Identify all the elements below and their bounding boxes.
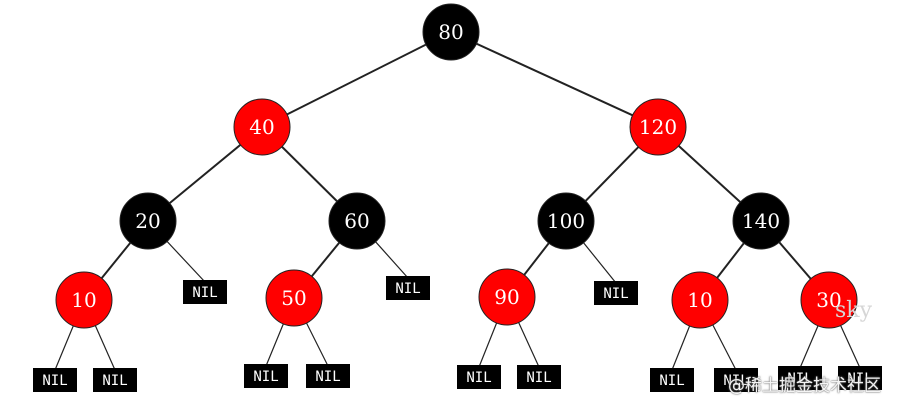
nil-label: NIL bbox=[192, 285, 217, 301]
node-circle-red bbox=[800, 271, 858, 329]
tree-node-n120: 120 bbox=[629, 98, 687, 156]
tree-node-n40: 40 bbox=[233, 98, 291, 156]
nil-box bbox=[93, 368, 137, 392]
node-label: 20 bbox=[135, 209, 160, 233]
nil-label: NIL bbox=[787, 371, 812, 387]
node-circle-black bbox=[328, 192, 386, 250]
tree-edges bbox=[54, 31, 861, 371]
nil-box bbox=[594, 281, 638, 305]
tree-node-n10b: 10 bbox=[671, 271, 729, 329]
node-label: 80 bbox=[438, 20, 463, 44]
nil-leaf: NIL bbox=[306, 364, 350, 388]
node-label: 140 bbox=[742, 209, 780, 233]
nil-label: NIL bbox=[395, 281, 420, 297]
node-label: 90 bbox=[494, 285, 519, 309]
node-label: 40 bbox=[249, 115, 274, 139]
nil-label: NIL bbox=[847, 371, 872, 387]
nil-leaves: NIL NIL NIL NIL NIL NIL NIL NIL NIL NIL NIL NIL NIL bbox=[33, 276, 882, 392]
nil-leaf: NIL bbox=[93, 368, 137, 392]
node-label: 10 bbox=[71, 288, 96, 312]
nil-label: NIL bbox=[466, 370, 491, 386]
nil-box bbox=[386, 276, 430, 300]
nil-label: NIL bbox=[526, 370, 551, 386]
node-label: 60 bbox=[344, 209, 369, 233]
nil-label: NIL bbox=[603, 286, 628, 302]
nil-leaf: NIL bbox=[183, 280, 227, 304]
nil-box bbox=[183, 280, 227, 304]
nil-box bbox=[778, 366, 822, 390]
nil-leaf: NIL bbox=[838, 366, 882, 390]
node-label: 50 bbox=[281, 286, 306, 310]
node-circle-red bbox=[478, 268, 536, 326]
edge-n80-n120 bbox=[450, 31, 659, 128]
tree-node-n60: 60 bbox=[328, 192, 386, 250]
nil-label: NIL bbox=[253, 369, 278, 385]
site-watermark: @稀土掘金技术社区 bbox=[728, 376, 881, 396]
node-circle-red bbox=[629, 98, 687, 156]
edge-n80-n40 bbox=[261, 31, 452, 128]
nil-box bbox=[650, 368, 694, 392]
node-label: 120 bbox=[639, 115, 677, 139]
nil-leaf: NIL bbox=[33, 368, 77, 392]
nil-label: NIL bbox=[42, 373, 67, 389]
nil-box bbox=[517, 365, 561, 389]
nil-leaf: NIL bbox=[386, 276, 430, 300]
nil-leaf: NIL bbox=[457, 365, 501, 389]
tree-node-n80: 80 bbox=[422, 3, 480, 61]
nil-label: NIL bbox=[102, 373, 127, 389]
tree-node-n50: 50 bbox=[265, 269, 323, 327]
node-circle-red bbox=[233, 98, 291, 156]
tree-node-n10a: 10 bbox=[55, 271, 113, 329]
tree-nodes: 80 40 120 20 60 100 140 10 50 90 10 30 bbox=[55, 3, 858, 329]
nil-box bbox=[838, 366, 882, 390]
nil-box bbox=[457, 365, 501, 389]
nil-label: NIL bbox=[659, 373, 684, 389]
nil-label: NIL bbox=[723, 373, 748, 389]
nil-leaf: NIL bbox=[778, 366, 822, 390]
node-label: 100 bbox=[547, 209, 585, 233]
node-label: 10 bbox=[687, 288, 712, 312]
tree-node-n140: 140 bbox=[732, 192, 790, 250]
nil-label: NIL bbox=[315, 369, 340, 385]
nil-box bbox=[244, 364, 288, 388]
tree-node-n90: 90 bbox=[478, 268, 536, 326]
nil-leaf: NIL bbox=[650, 368, 694, 392]
node-circle-black bbox=[732, 192, 790, 250]
node-circle-red bbox=[265, 269, 323, 327]
nil-leaf: NIL bbox=[714, 368, 758, 392]
nil-box bbox=[33, 368, 77, 392]
nil-box bbox=[306, 364, 350, 388]
node-label: 30 bbox=[816, 288, 841, 312]
nil-leaf: NIL bbox=[244, 364, 288, 388]
node-circle-black bbox=[119, 192, 177, 250]
nil-leaf: NIL bbox=[517, 365, 561, 389]
nil-box bbox=[714, 368, 758, 392]
corner-watermark-text: sky bbox=[835, 298, 873, 323]
tree-node-n100: 100 bbox=[537, 192, 595, 250]
node-circle-red bbox=[671, 271, 729, 329]
node-circle-red bbox=[55, 271, 113, 329]
tree-node-n20: 20 bbox=[119, 192, 177, 250]
node-circle-black bbox=[537, 192, 595, 250]
nil-leaf: NIL bbox=[594, 281, 638, 305]
tree-node-n30: 30 bbox=[800, 271, 858, 329]
node-circle-black bbox=[422, 3, 480, 61]
